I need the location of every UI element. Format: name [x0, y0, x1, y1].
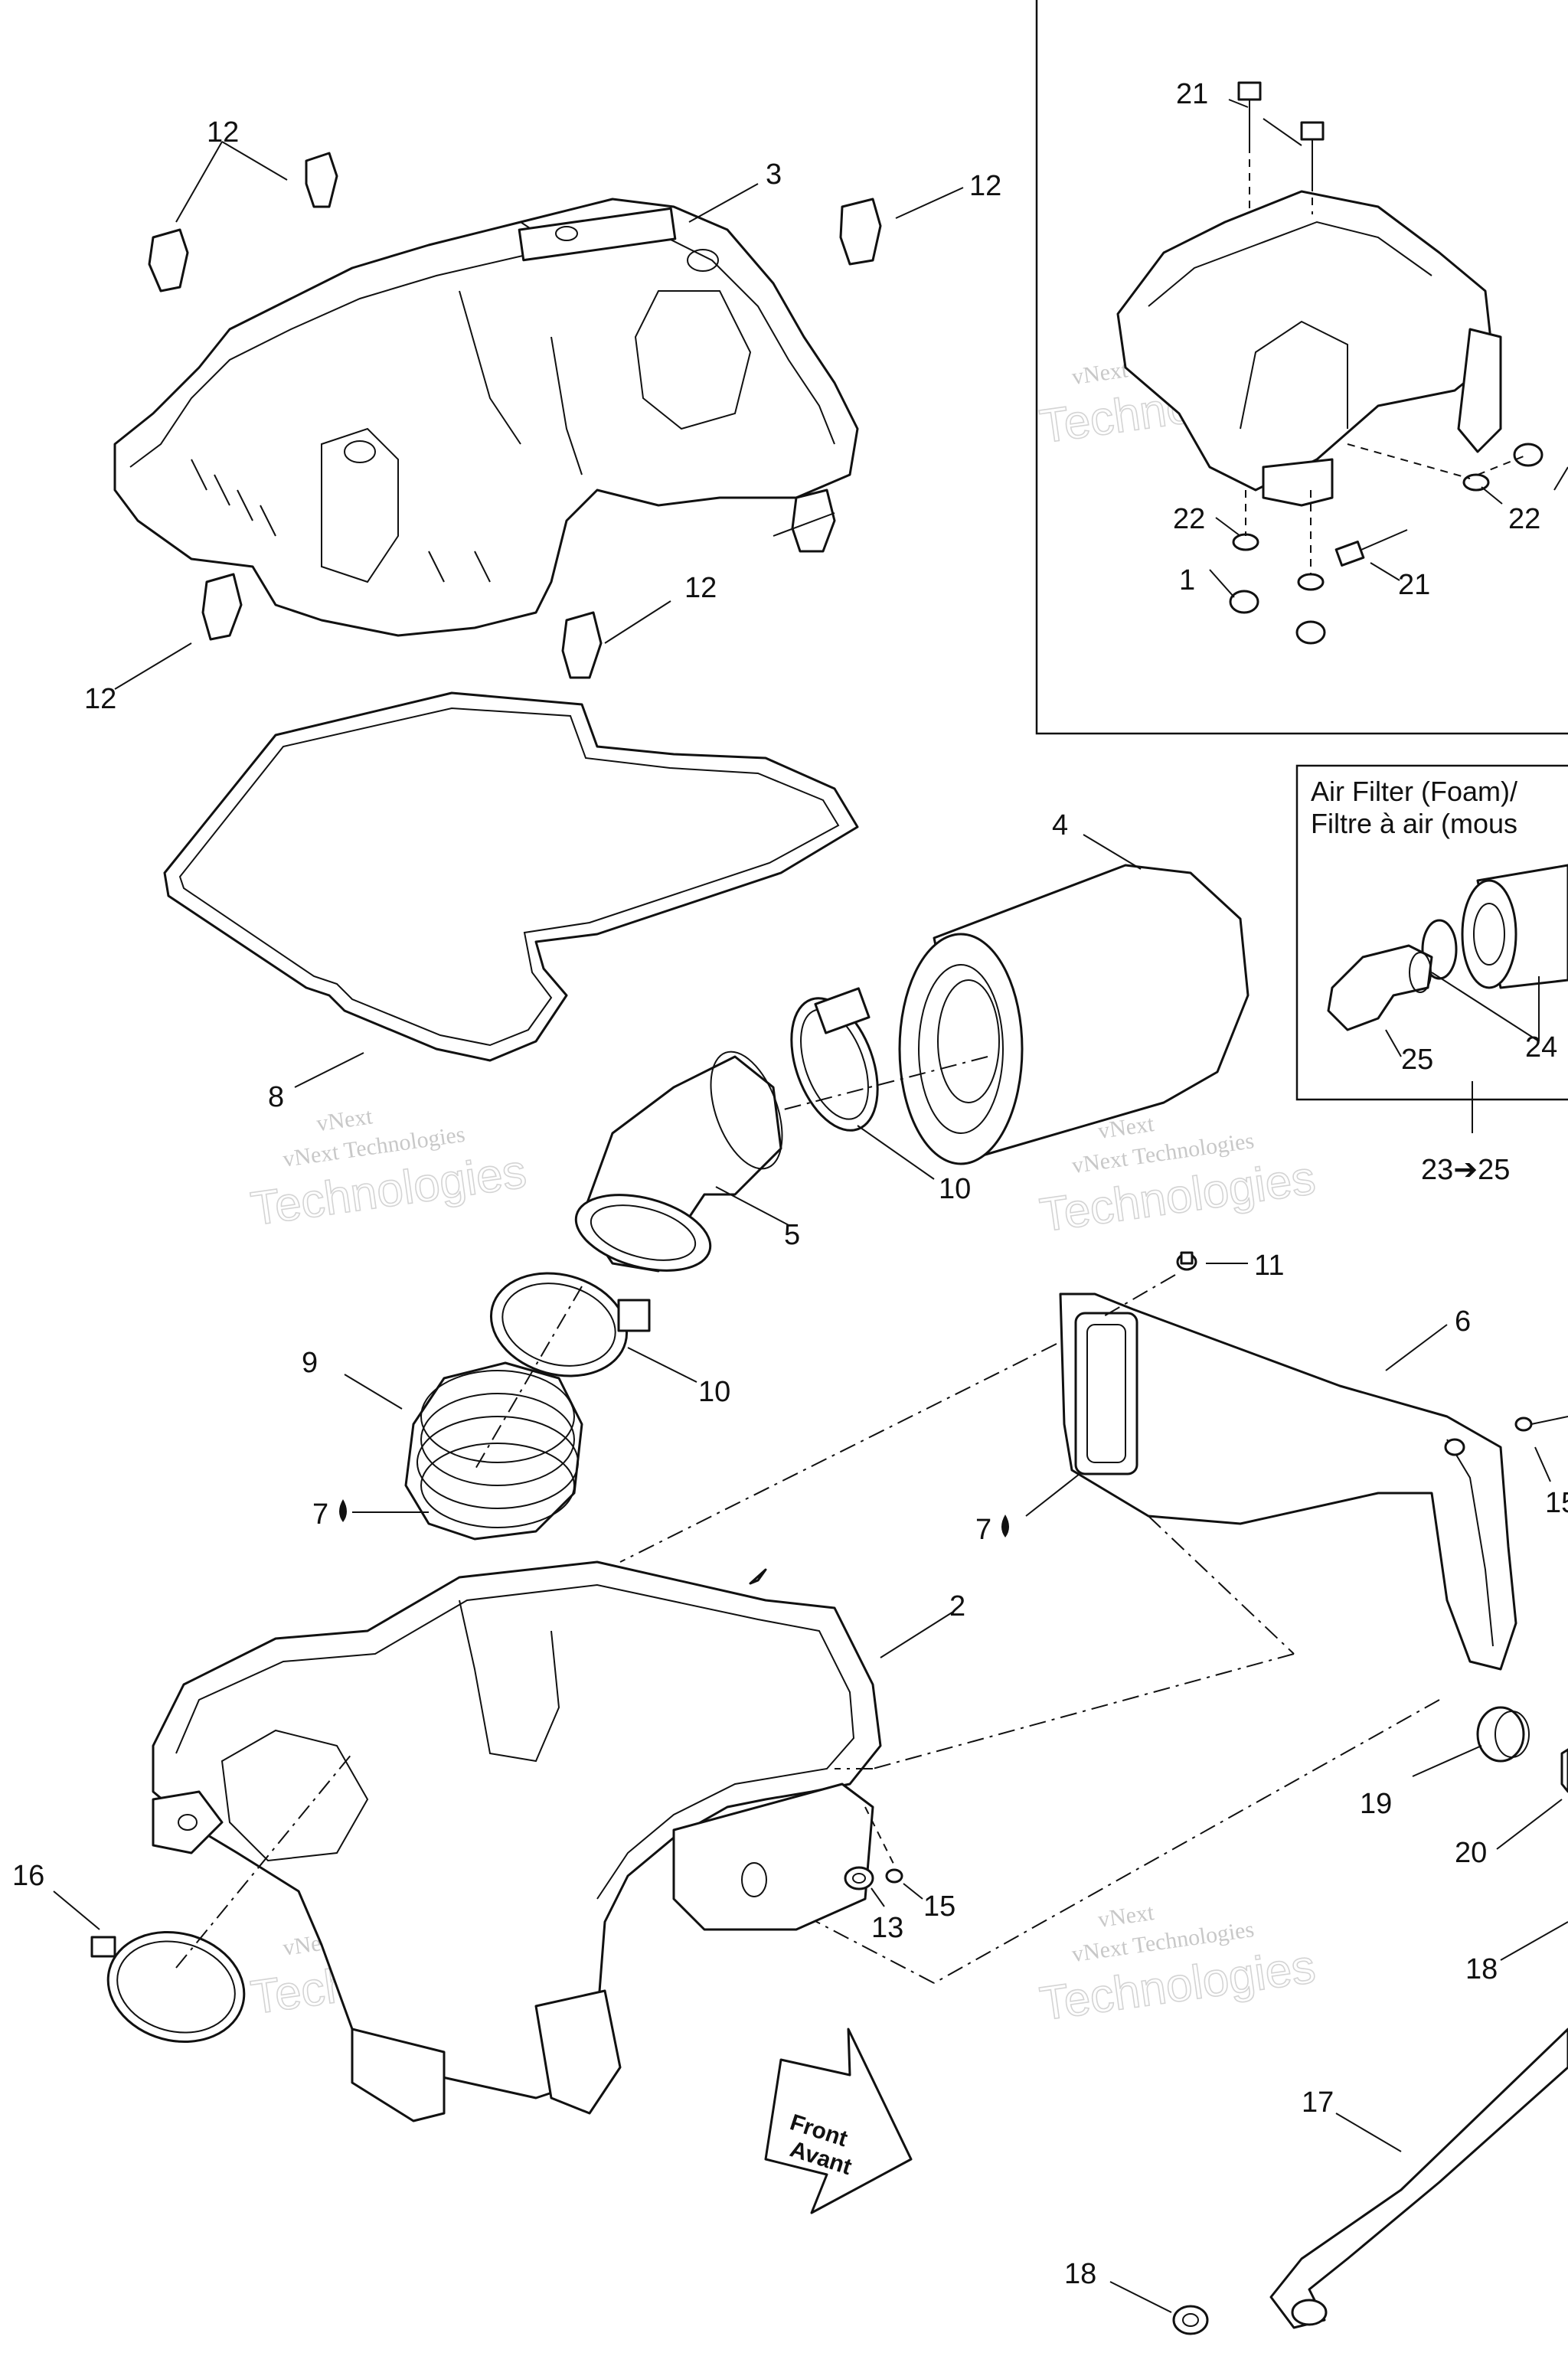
intake-elbow — [574, 1051, 988, 1273]
gasket — [163, 691, 859, 1088]
front-direction-arrow: Front Avant — [764, 2028, 913, 2214]
callout-4: 4 — [1052, 809, 1068, 841]
callout-12-bottom-left: 12 — [84, 683, 116, 715]
lubricant-drop-icon — [339, 1499, 347, 1522]
callout-12-top-left: 12 — [207, 116, 239, 149]
clips-12 — [114, 141, 964, 690]
inset-title-line1: Air Filter (Foam)/ — [1311, 776, 1517, 807]
inlet-duct — [619, 1251, 1568, 1984]
inset-air-filter-foam: Air Filter (Foam)/ Filtre à air (mous — [1295, 764, 1568, 1133]
callout-18-bottom: 18 — [1064, 2258, 1096, 2290]
callout-18-right: 18 — [1465, 1953, 1498, 1985]
callout-3: 3 — [766, 158, 782, 191]
inset-title-line2: Filtre à air (mous — [1311, 808, 1517, 839]
callout-13: 13 — [871, 1912, 903, 1944]
adapter-boot — [344, 1286, 583, 1541]
clamp-upper — [790, 987, 935, 1180]
airbox-cover — [113, 183, 859, 637]
callout-22-left: 22 — [1173, 503, 1205, 535]
callout-16: 16 — [12, 1860, 44, 1892]
watermark-bottom-right: vNext vNext Technologies Technologies — [1036, 1900, 1319, 2031]
callout-19: 19 — [1360, 1788, 1392, 1820]
svg-text:vNext: vNext — [1096, 1900, 1156, 1933]
inset-mounting-hardware — [1035, 0, 1568, 735]
callout-25: 25 — [1401, 1044, 1433, 1076]
callout-1: 1 — [1179, 564, 1195, 596]
callout-8: 8 — [268, 1081, 284, 1113]
drain-hose — [1109, 2028, 1568, 2335]
callout-5: 5 — [784, 1219, 800, 1251]
airbox-base — [152, 1560, 954, 2122]
grommet-19-and-part-20 — [1412, 1706, 1568, 1961]
callout-11: 11 — [1254, 1250, 1284, 1282]
clamp-16 — [53, 1753, 353, 2044]
callout-2: 2 — [949, 1590, 965, 1622]
callout-15-right: 15 — [1545, 1487, 1568, 1519]
hardware-13-15 — [844, 1866, 923, 1907]
callout-6: 6 — [1455, 1305, 1471, 1338]
air-filter — [898, 834, 1250, 1165]
callout-22-right: 22 — [1508, 503, 1540, 535]
callout-12-mid: 12 — [684, 572, 717, 604]
callout-10-lower: 10 — [698, 1376, 730, 1408]
callout-20: 20 — [1455, 1837, 1487, 1869]
lubricant-drop-icon — [1001, 1515, 1009, 1537]
callout-10-upper: 10 — [939, 1173, 971, 1205]
callout-7-left: 7 — [312, 1498, 328, 1531]
callout-15-bottom: 15 — [923, 1890, 956, 1923]
callout-labels: 1 2 3 4 5 6 7 7 8 9 10 10 11 12 12 12 12… — [12, 78, 1568, 2290]
svg-text:vNext: vNext — [315, 1103, 374, 1136]
callout-24: 24 — [1525, 1031, 1557, 1064]
callout-17: 17 — [1302, 2086, 1334, 2119]
callout-23-25: 23➔25 — [1421, 1154, 1510, 1186]
callout-12-top-right: 12 — [969, 170, 1001, 202]
callout-21-top: 21 — [1176, 78, 1208, 110]
callout-7-right: 7 — [975, 1514, 991, 1546]
callout-21-bottom: 21 — [1398, 569, 1430, 601]
callout-9: 9 — [302, 1347, 318, 1379]
